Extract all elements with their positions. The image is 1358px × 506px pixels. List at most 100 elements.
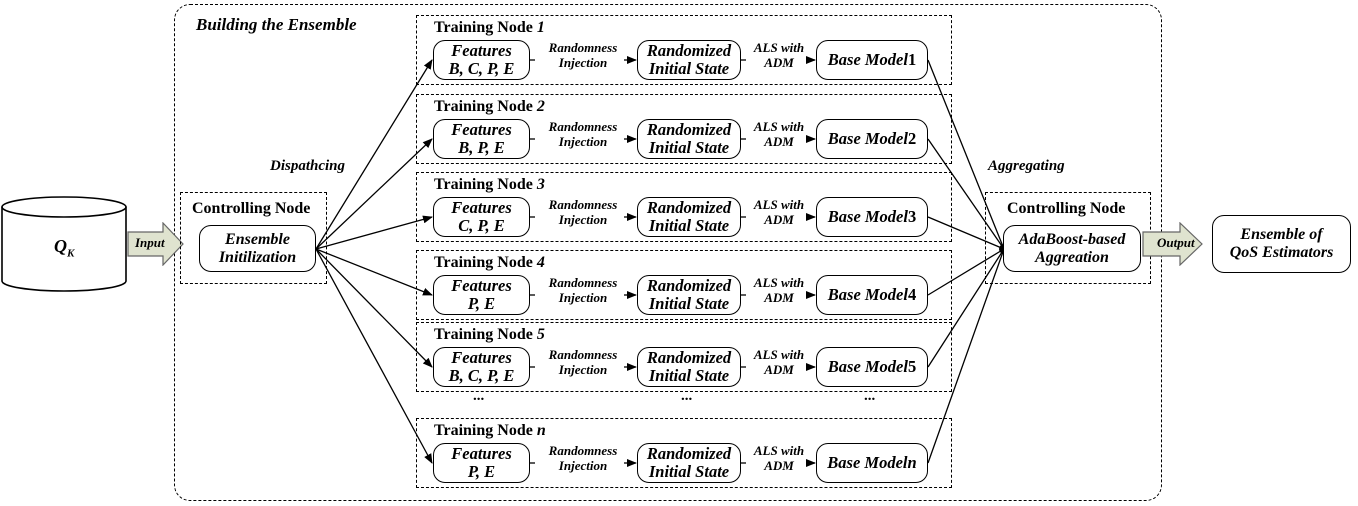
- aggregate-line: [927, 138, 1005, 250]
- training-node-title: Training Node 2: [434, 98, 545, 116]
- training-node-title-text: Training Node: [434, 98, 537, 115]
- features-word: Features: [451, 443, 512, 463]
- base-model-number: 2: [907, 128, 917, 148]
- features-list: P, E: [467, 462, 496, 481]
- training-node-number: 5: [536, 326, 545, 343]
- training-node-title-text: Training Node: [434, 19, 537, 36]
- base-model-box: Base Model 1: [816, 40, 928, 80]
- als-line2: ADM: [764, 361, 794, 377]
- database-icon: [1, 196, 127, 292]
- als-line1: ALS with: [753, 347, 805, 362]
- output-arrow-label: Output: [1157, 235, 1195, 250]
- features-list: C, P, E: [458, 216, 505, 235]
- randomness-line2: Injection: [558, 133, 608, 149]
- features-list: B, C, P, E: [448, 366, 515, 385]
- base-model-number: 5: [907, 356, 917, 376]
- ensemble-of-estimators-box: Ensemble of QoS Estimators: [1212, 215, 1351, 273]
- ellipsis-features: ...: [473, 388, 485, 404]
- base-model-label: Base Model: [827, 284, 908, 304]
- base-model-box: Base Model n: [816, 443, 928, 483]
- randomized-line2: Initial State: [648, 216, 730, 235]
- dispatch-arrow: [315, 248, 433, 368]
- randomized-line2: Initial State: [648, 366, 730, 385]
- als-line2: ADM: [764, 133, 794, 149]
- base-model-label: Base Model: [827, 356, 908, 376]
- als-line1: ALS with: [753, 40, 805, 55]
- training-node: [416, 322, 952, 392]
- left-controlling-node: [180, 192, 327, 284]
- base-model-box: Base Model 3: [816, 197, 928, 237]
- als-line1: ALS with: [753, 275, 805, 290]
- input-dataset-label: QK: [54, 236, 74, 260]
- ellipsis-randomized: ...: [681, 388, 693, 404]
- randomized-line1: Randomized: [646, 347, 732, 367]
- base-model-number: 1: [907, 49, 917, 69]
- aggregate-line: [927, 248, 1005, 296]
- training-node-number: 4: [536, 254, 545, 271]
- right-controlling-node-title: Controlling Node: [1007, 200, 1126, 217]
- randomness-line2: Injection: [558, 289, 608, 305]
- aggregate-line: [927, 59, 1005, 250]
- base-model-number: 4: [907, 284, 917, 304]
- dataset-symbol: Q: [54, 236, 67, 256]
- base-model-box: Base Model 2: [816, 119, 928, 159]
- features-word: Features: [451, 40, 512, 60]
- als-line1: ALS with: [753, 197, 805, 212]
- features-word: Features: [451, 197, 512, 217]
- randomized-line2: Initial State: [648, 59, 730, 78]
- base-model-number: 3: [907, 206, 917, 226]
- training-node: [416, 250, 952, 320]
- features-word: Features: [451, 275, 512, 295]
- init-line1: Ensemble: [225, 230, 290, 248]
- randomized-line1: Randomized: [646, 275, 732, 295]
- output-arrow: [1142, 222, 1203, 266]
- training-node: [416, 15, 952, 85]
- randomness-line1: Randomness: [548, 443, 618, 458]
- training-node: [416, 94, 952, 164]
- training-node: [416, 172, 952, 242]
- training-node-title: Training Node 3: [434, 176, 545, 194]
- aggregate-line: [927, 216, 1005, 250]
- randomized-line2: Initial State: [648, 138, 730, 157]
- randomized-line1: Randomized: [646, 40, 732, 60]
- base-model-label: Base Model: [827, 49, 908, 69]
- randomness-line1: Randomness: [548, 119, 618, 134]
- result-line1: Ensemble of: [1240, 226, 1323, 244]
- base-model-box: Base Model 4: [816, 275, 928, 315]
- training-node-number: n: [536, 422, 546, 439]
- ellipsis-base-model: ...: [864, 388, 876, 404]
- dispatch-arrow: [315, 59, 433, 250]
- features-list: B, C, P, E: [448, 59, 515, 78]
- input-arrow-label: Input: [135, 235, 165, 250]
- result-line2: QoS Estimators: [1229, 244, 1334, 261]
- base-model-label: Base Model: [827, 128, 908, 148]
- als-line2: ADM: [764, 457, 794, 473]
- training-node: [416, 418, 952, 488]
- agg-line2: Aggreation: [1035, 248, 1109, 266]
- randomness-line1: Randomness: [548, 275, 618, 290]
- left-controlling-node-title: Controlling Node: [192, 200, 311, 217]
- als-line2: ADM: [764, 54, 794, 70]
- dispatching-label: Dispathcing: [270, 158, 346, 174]
- dispatch-arrow: [315, 215, 433, 250]
- features-word: Features: [451, 347, 512, 367]
- training-node-title-text: Training Node: [434, 176, 537, 193]
- dispatch-arrow: [315, 248, 433, 464]
